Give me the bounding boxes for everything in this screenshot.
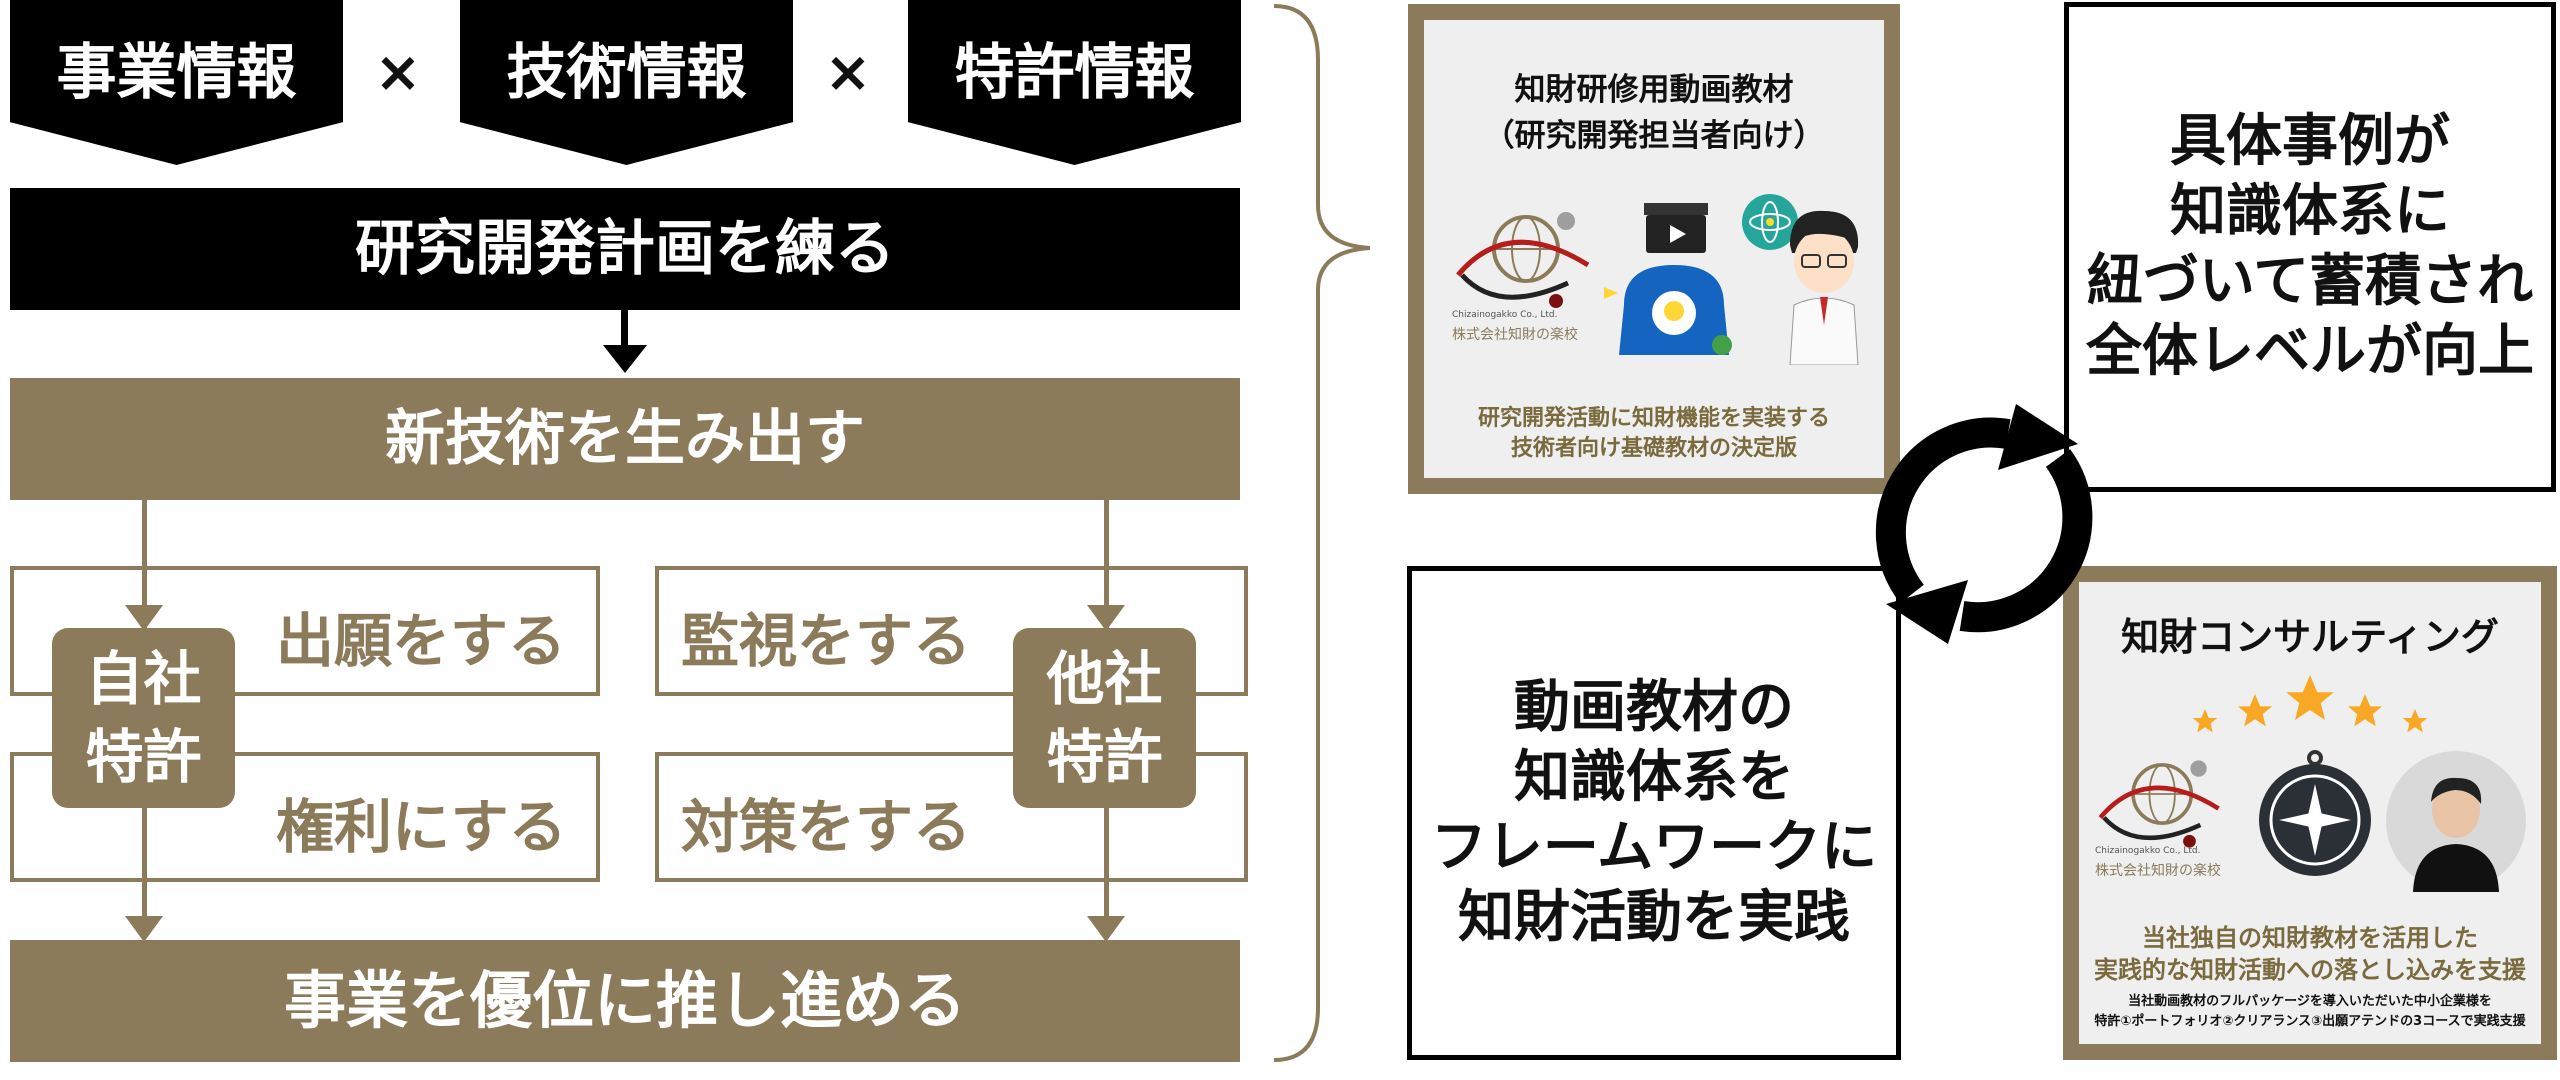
other-patent-badge: 他社 特許: [1013, 628, 1196, 808]
knowledge-line4: 全体レベルが向上: [2086, 317, 2534, 387]
knowledge-line3: 紐づいて蓄積され: [2086, 247, 2534, 317]
curly-brace-icon: [1270, 0, 1380, 1080]
framework-line3: フレームワークに: [1431, 813, 1877, 883]
framework-line1: 動画教材の: [1431, 673, 1877, 743]
framework-practice-box: 動画教材の 知識体系を フレームワークに 知財活動を実践: [1407, 566, 1901, 1060]
knowledge-accumulation-box: 具体事例が 知識体系に 紐づいて蓄積され 全体レベルが向上: [2064, 2, 2556, 492]
other-patent-line2: 特許: [1013, 718, 1196, 796]
cycle-arrows-icon: [1838, 404, 2128, 644]
consult-card-small-line1: 当社動画教材のフルパッケージを導入いただいた中小企業様を: [2079, 990, 2541, 1009]
video-card-company-en: Chizainogakko Co., Ltd.: [1452, 310, 1557, 320]
rights-label: 権利にする: [276, 780, 567, 864]
own-patent-line2: 特許: [52, 718, 235, 796]
other-patent-line1: 他社: [1013, 640, 1196, 718]
video-card-caption-line2: 技術者向け基礎教材の決定版: [1424, 430, 1884, 462]
arrow-head-icon: [125, 916, 163, 942]
consult-card-title: 知財コンサルティング: [2079, 606, 2541, 661]
plan-bar: 研究開発計画を練る: [10, 188, 1240, 310]
times-sign: ×: [368, 40, 428, 105]
times-sign: ×: [818, 40, 878, 105]
header-patent-info: 特許情報: [908, 0, 1241, 165]
video-card-title-line1: 知財研修用動画教材: [1424, 64, 1884, 109]
video-learning-illustration-icon: [1604, 195, 1744, 365]
monitor-label: 監視をする: [681, 594, 971, 678]
knowledge-line2: 知識体系に: [2086, 177, 2534, 247]
arrow-plan-to-newtech: [621, 310, 628, 350]
arrow-head-icon: [1087, 916, 1125, 942]
video-card-title-line2: （研究開発担当者向け）: [1424, 110, 1884, 155]
framework-line4: 知財活動を実践: [1431, 883, 1877, 953]
video-material-card: 知財研修用動画教材 （研究開発担当者向け） Chizainogakko Co.,…: [1408, 4, 1900, 494]
own-patent-badge: 自社 特許: [52, 628, 235, 808]
knowledge-line1: 具体事例が: [2086, 107, 2534, 177]
compass-icon: [2255, 750, 2375, 880]
consult-card-company-en: Chizainogakko Co., Ltd.: [2095, 846, 2200, 856]
company-logo-icon: [2089, 754, 2239, 854]
consulting-card: 知財コンサルティング Chizainogakko Co., Ltd. 株式会社知…: [2063, 566, 2557, 1060]
consult-card-caption-line1: 当社独自の知財教材を活用した: [2079, 918, 2541, 953]
header-business-info: 事業情報: [10, 0, 343, 165]
arrow-head-icon: [603, 345, 647, 373]
stars-rating-icon: [2185, 674, 2435, 744]
framework-line2: 知識体系を: [1431, 743, 1877, 813]
consultant-avatar-icon: [2385, 750, 2527, 892]
consult-card-caption-line2: 実践的な知財活動への落とし込みを支援: [2079, 950, 2541, 985]
new-tech-bar: 新技術を生み出す: [10, 378, 1240, 500]
consult-card-company-jp: 株式会社知財の楽校: [2095, 860, 2221, 880]
video-card-company-jp: 株式会社知財の楽校: [1452, 324, 1578, 344]
own-patent-line1: 自社: [52, 640, 235, 718]
counter-label: 対策をする: [681, 780, 971, 864]
company-logo-icon: [1448, 205, 1608, 315]
bottom-bar: 事業を優位に推し進める: [10, 940, 1240, 1062]
consult-card-small-line2: 特許①ポートフォリオ②クリアランス③出願アテンドの3コースで実践支援: [2079, 1010, 2541, 1029]
header-technical-info: 技術情報: [460, 0, 793, 165]
apply-label: 出願をする: [276, 594, 566, 678]
researcher-avatar-icon: [1768, 205, 1878, 365]
video-card-caption-line1: 研究開発活動に知財機能を実装する: [1424, 400, 1884, 432]
